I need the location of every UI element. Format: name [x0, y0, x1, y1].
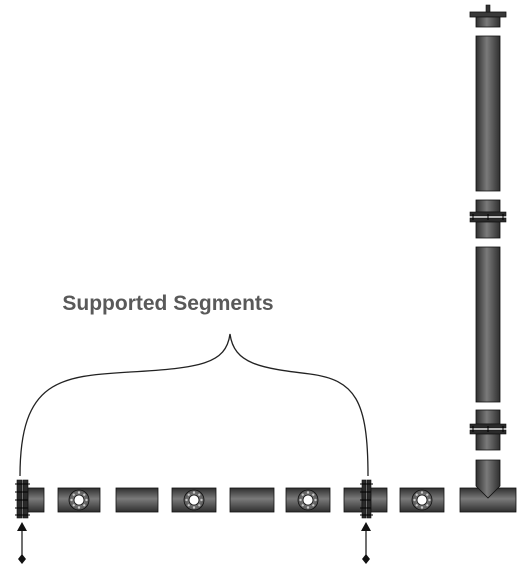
tee-fitting — [459, 459, 517, 513]
support-arrow-right — [361, 522, 371, 564]
riser-middle-pipe — [475, 246, 501, 403]
riser-upper-coupling — [469, 199, 507, 239]
horizontal-segment-2-flanged-pipe — [57, 487, 101, 513]
supported-segments-label: Supported Segments — [62, 292, 273, 315]
horizontal-segment-8-flanged-pipe — [399, 487, 445, 513]
horizontal-segment-5-pipe — [229, 487, 275, 513]
horizontal-segment-7-support-coupling — [343, 479, 388, 519]
riser-upper-pipe — [475, 35, 501, 192]
riser-lower-coupling — [469, 409, 507, 451]
riser-top-cap — [469, 4, 507, 28]
horizontal-segment-1-support-flange — [15, 479, 45, 519]
horizontal-segment-3-pipe — [115, 487, 159, 513]
horizontal-segment-6-flanged-pipe — [285, 487, 331, 513]
supported-segments-brace — [19, 333, 369, 477]
support-arrow-left — [17, 522, 27, 564]
horizontal-segment-4-flanged-pipe — [171, 487, 217, 513]
